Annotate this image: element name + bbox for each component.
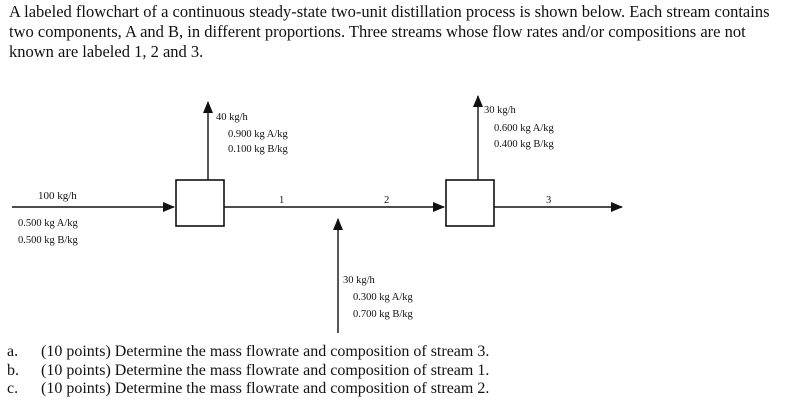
top2-comp-a-label: 0.600 kg A/kg bbox=[494, 123, 555, 134]
feed-comp-a-label: 0.500 kg A/kg bbox=[18, 218, 79, 229]
top1-flow-label: 40 kg/h bbox=[216, 112, 249, 123]
mid-flow-label: 30 kg/h bbox=[343, 275, 376, 286]
feed-flow-label: 100 kg/h bbox=[38, 190, 77, 202]
question-letter: b. bbox=[7, 361, 19, 379]
top1-comp-b-label: 0.100 kg B/kg bbox=[228, 144, 289, 155]
question-item: b. (10 points) Determine the mass flowra… bbox=[7, 362, 782, 381]
feed-comp-b-label: 0.500 kg B/kg bbox=[18, 235, 79, 246]
question-list: a. (10 points) Determine the mass flowra… bbox=[7, 343, 782, 399]
question-item: c. (10 points) Determine the mass flowra… bbox=[7, 380, 782, 399]
mid-comp-a-label: 0.300 kg A/kg bbox=[353, 292, 414, 303]
question-letter: c. bbox=[7, 380, 19, 397]
question-letter: a. bbox=[7, 343, 19, 360]
stream-2-label: 2 bbox=[384, 195, 389, 206]
question-text: (10 points) Determine the mass flowrate … bbox=[41, 343, 490, 360]
question-item: a. (10 points) Determine the mass flowra… bbox=[7, 343, 782, 362]
top1-comp-a-label: 0.900 kg A/kg bbox=[228, 129, 289, 140]
question-text: (10 points) Determine the mass flowrate … bbox=[41, 380, 490, 397]
unit-2-box bbox=[445, 179, 495, 227]
top2-flow-label: 30 kg/h bbox=[484, 105, 517, 116]
unit-1-box bbox=[175, 179, 225, 227]
mid-comp-b-label: 0.700 kg B/kg bbox=[353, 309, 414, 320]
question-text: (10 points) Determine the mass flowrate … bbox=[41, 361, 490, 379]
stream-1-label: 1 bbox=[279, 195, 284, 206]
problem-intro: A labeled flowchart of a continuous stea… bbox=[9, 2, 770, 61]
top2-comp-b-label: 0.400 kg B/kg bbox=[494, 139, 555, 150]
stream-3-label: 3 bbox=[546, 195, 551, 206]
